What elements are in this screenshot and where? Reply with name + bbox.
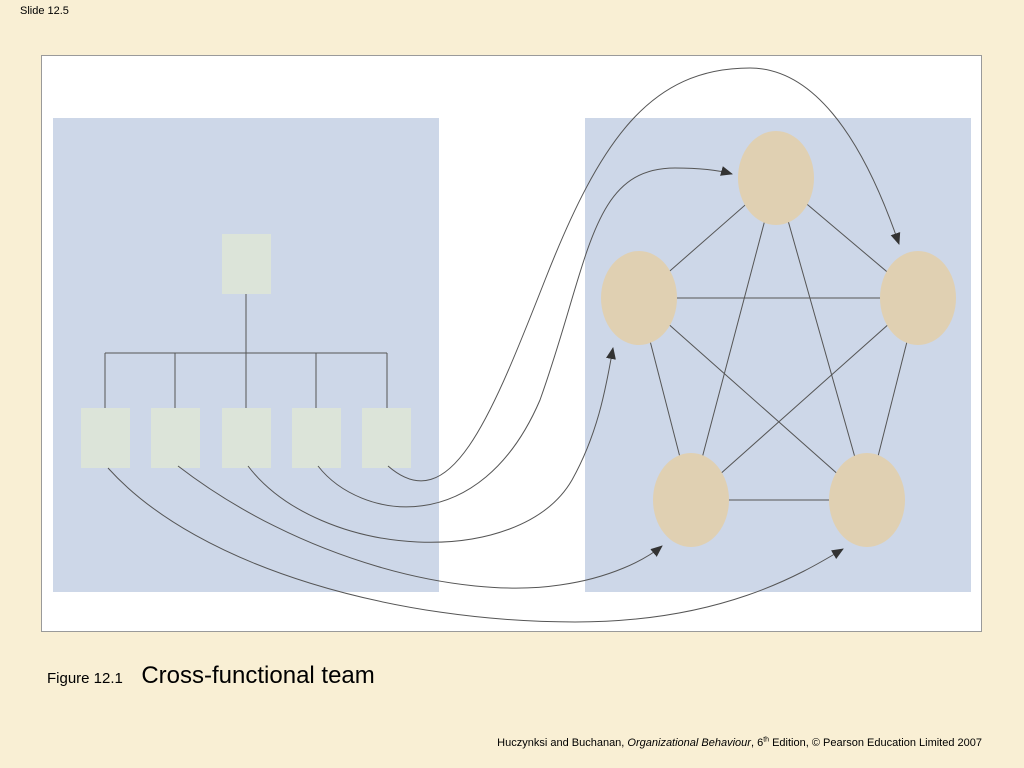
org-chart-connectors: [104, 294, 388, 408]
arrow-function-4-to-top: [317, 166, 733, 508]
arrow-function-1-to-bottom-right: [107, 467, 844, 623]
footer-authors: Huczynksi and Buchanan,: [497, 737, 628, 749]
footer-book-title: Organizational Behaviour: [627, 737, 751, 749]
team-member-node: [829, 453, 905, 547]
function-box: [222, 408, 271, 468]
arrow-function-5-to-top-right: [387, 67, 901, 482]
arrow-function-2-to-bottom-left: [177, 465, 663, 589]
function-box: [151, 408, 200, 468]
function-box: [362, 408, 411, 468]
function-box: [292, 408, 341, 468]
figure-label: Figure 12.1: [47, 670, 123, 687]
figure-caption: Figure 12.1 Cross-functional team: [47, 662, 375, 690]
footer-edition: , 6: [750, 737, 764, 749]
manager-box: [222, 234, 271, 294]
footer-edition-suffix: th: [763, 736, 770, 744]
footer-publisher: Edition, © Pearson Education Limited 200…: [769, 737, 982, 749]
slide-number: Slide 12.5: [20, 5, 69, 17]
function-box: [81, 408, 130, 468]
copyright-footer: Huczynksi and Buchanan, Organizational B…: [497, 736, 982, 749]
arrow-function-3-to-left: [247, 347, 616, 543]
team-member-node: [738, 131, 814, 225]
team-member-node: [601, 251, 677, 345]
assignment-arrows: [107, 67, 901, 623]
figure-title: Cross-functional team: [141, 662, 375, 689]
team-member-node: [653, 453, 729, 547]
team-member-node: [880, 251, 956, 345]
